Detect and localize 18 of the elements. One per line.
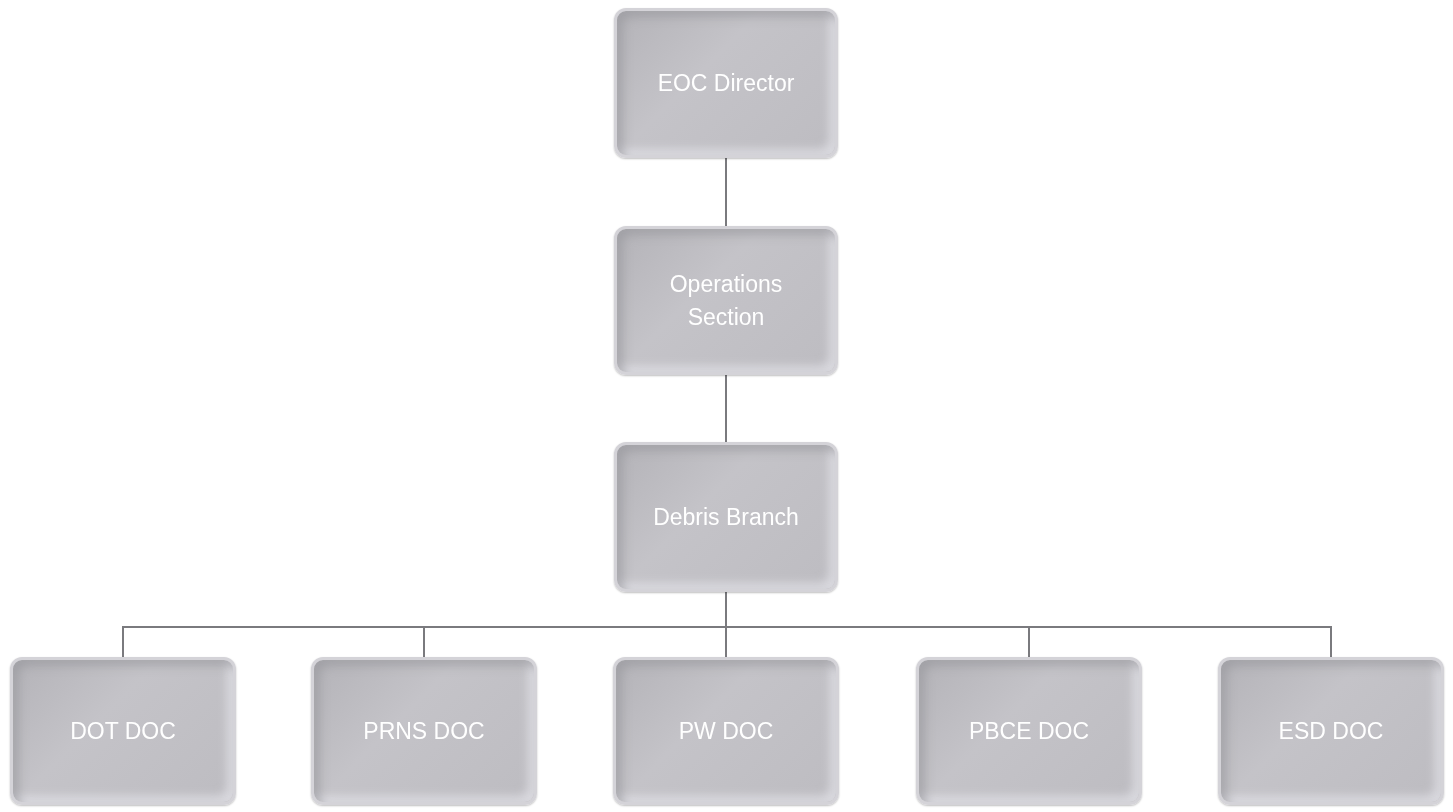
role-box bbox=[614, 8, 838, 158]
role-box bbox=[916, 657, 1142, 805]
role-box bbox=[10, 657, 236, 805]
connector-line bbox=[725, 374, 727, 443]
role-title: PRNS DOC bbox=[363, 716, 485, 746]
role-title: DOT DOC bbox=[70, 716, 176, 746]
role-title: ESD DOC bbox=[1278, 716, 1384, 746]
role-box bbox=[311, 657, 537, 805]
connector-line bbox=[725, 157, 727, 227]
role-title: PBCE DOC bbox=[968, 716, 1090, 746]
role-box bbox=[614, 442, 838, 592]
role-title: Debris Branch bbox=[653, 502, 799, 532]
role-title: PW DOC bbox=[678, 716, 774, 746]
role-box bbox=[614, 226, 838, 375]
role-box bbox=[613, 657, 839, 805]
role-title: EOC Director bbox=[657, 68, 795, 98]
role-box bbox=[1218, 657, 1444, 805]
role-title: Operations Section bbox=[668, 270, 784, 332]
